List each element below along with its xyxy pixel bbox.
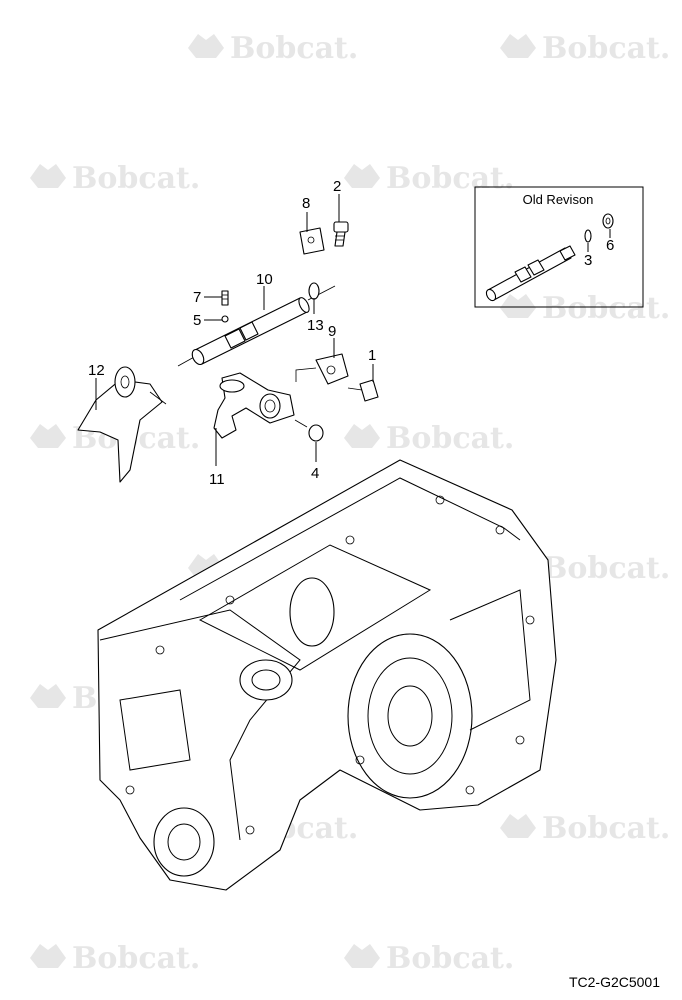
bolt-2 <box>333 221 349 247</box>
inset-title: Old Revison <box>523 192 594 207</box>
svg-text:Bobcat.: Bobcat. <box>230 31 358 66</box>
shift-fork <box>77 366 167 483</box>
svg-text:11: 11 <box>209 471 225 488</box>
watermark: Bobcat. <box>344 161 514 196</box>
watermark: Bobcat. <box>188 31 358 66</box>
svg-text:4: 4 <box>311 465 319 482</box>
svg-text:1: 1 <box>368 347 376 364</box>
bolt-1 <box>347 379 379 402</box>
callout-10: 10 <box>256 271 273 310</box>
transmission-housing <box>97 459 557 891</box>
bracket-9 <box>295 353 349 385</box>
svg-text:13: 13 <box>307 317 324 334</box>
callout-11: 11 <box>209 428 225 488</box>
svg-text:Bobcat.: Bobcat. <box>386 161 514 196</box>
detent-spring <box>221 290 229 306</box>
svg-text:12: 12 <box>88 362 105 379</box>
callout-9: 9 <box>328 323 336 358</box>
callout-13: 13 <box>307 298 324 334</box>
svg-text:Bobcat.: Bobcat. <box>72 941 200 976</box>
watermark: Bobcat. <box>344 941 514 976</box>
callout-6: 6 <box>606 237 614 254</box>
svg-text:Bobcat.: Bobcat. <box>542 31 670 66</box>
svg-text:Bobcat.: Bobcat. <box>386 421 514 456</box>
callout-4: 4 <box>311 442 319 482</box>
svg-text:Bobcat.: Bobcat. <box>72 161 200 196</box>
lock-plate-8 <box>299 227 325 255</box>
svg-text:Bobcat.: Bobcat. <box>542 291 670 326</box>
circlip-13 <box>308 282 320 300</box>
svg-text:Bobcat.: Bobcat. <box>542 811 670 846</box>
callout-12: 12 <box>88 362 105 410</box>
svg-text:Bobcat.: Bobcat. <box>386 941 514 976</box>
callout-1: 1 <box>368 347 376 382</box>
svg-text:Bobcat.: Bobcat. <box>542 551 670 586</box>
watermark: Bobcat. <box>500 291 670 326</box>
callout-8: 8 <box>302 195 310 232</box>
callout-3: 3 <box>584 252 592 269</box>
watermark: Bobcat. <box>30 941 200 976</box>
detent-ball <box>221 315 229 323</box>
watermark: Bobcat. <box>500 811 670 846</box>
svg-text:6: 6 <box>606 237 614 254</box>
svg-text:7: 7 <box>193 289 201 306</box>
old-revision-inset: Old Revison <box>474 186 644 308</box>
drawing-code: TC2-G2C5001 <box>568 974 660 990</box>
shift-shaft <box>177 285 336 367</box>
svg-text:10: 10 <box>256 271 273 288</box>
washer-4 <box>308 424 324 442</box>
old-circlip <box>584 229 592 243</box>
shift-arm <box>213 372 308 439</box>
old-shaft <box>485 245 576 302</box>
svg-text:3: 3 <box>584 252 592 269</box>
watermark: Bobcat. <box>500 31 670 66</box>
svg-text:2: 2 <box>333 178 341 195</box>
callout-5: 5 <box>193 312 222 329</box>
inset-frame <box>474 186 644 308</box>
callout-2: 2 <box>333 178 341 222</box>
svg-text:5: 5 <box>193 312 201 329</box>
watermark: Bobcat. <box>30 161 200 196</box>
old-washer <box>602 213 614 229</box>
svg-text:8: 8 <box>302 195 310 212</box>
svg-text:9: 9 <box>328 323 336 340</box>
callout-7: 7 <box>193 289 222 306</box>
watermark: Bobcat. <box>344 421 514 456</box>
